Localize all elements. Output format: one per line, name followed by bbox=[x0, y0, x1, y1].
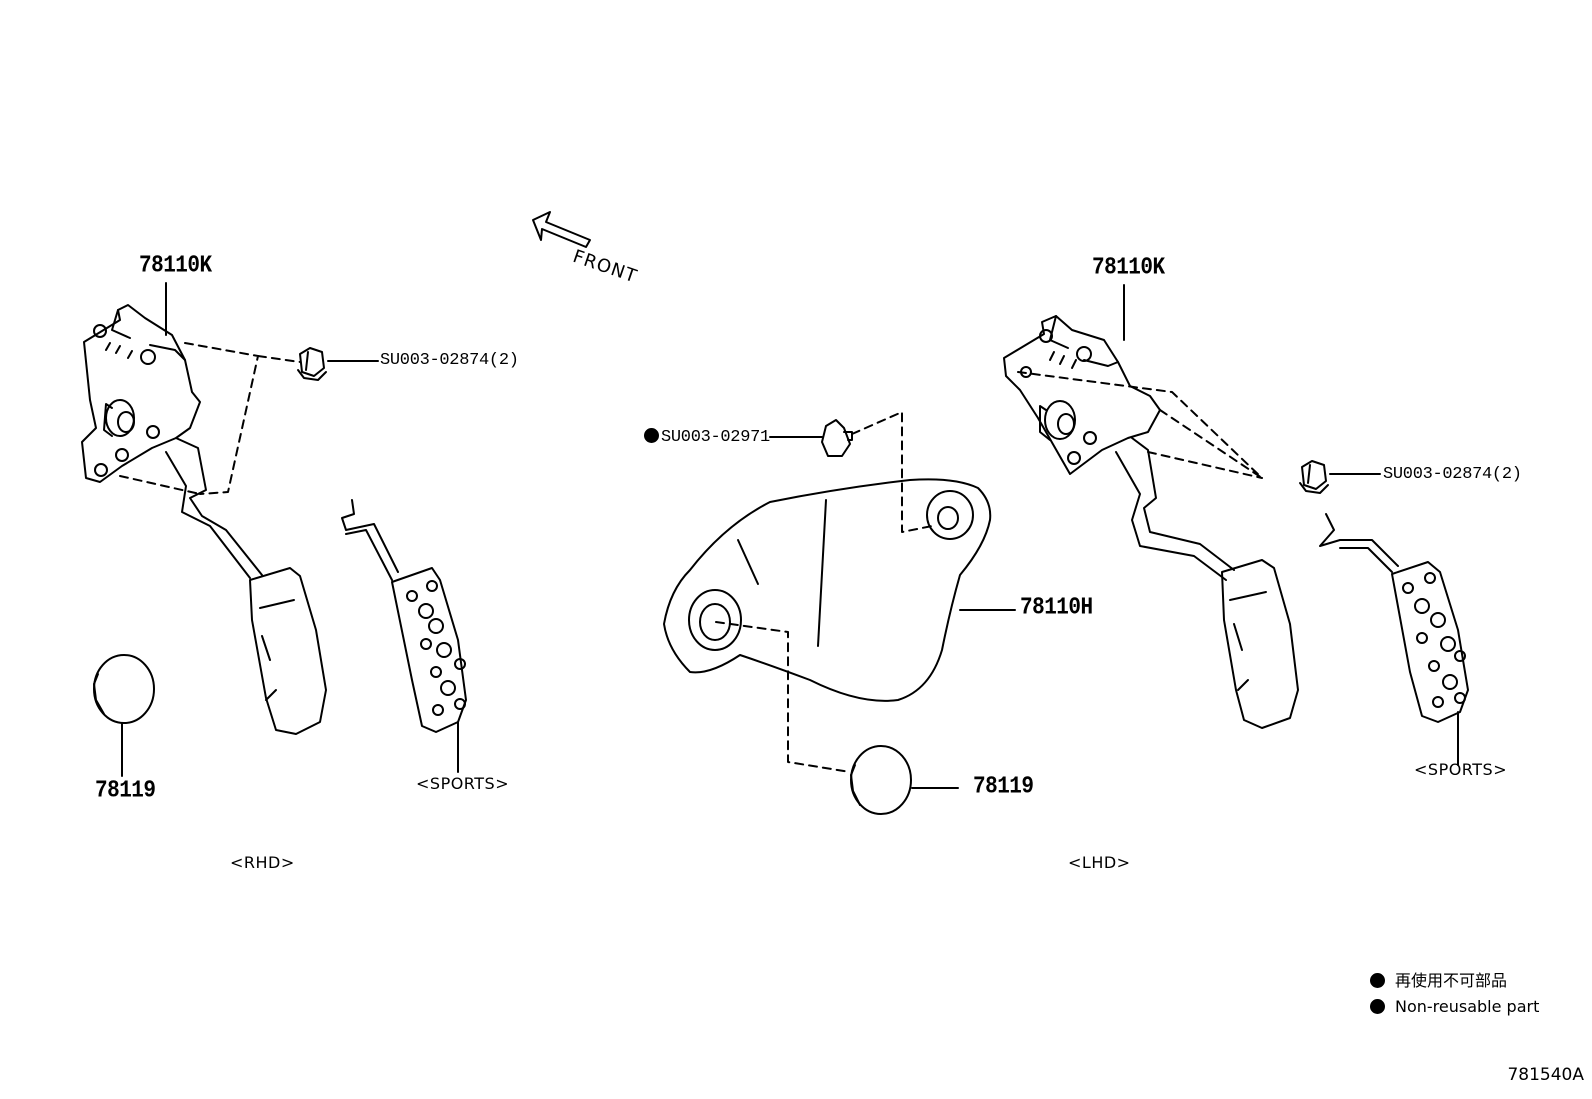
non-reusable-dot-icon bbox=[1370, 973, 1385, 988]
lhd-bracket bbox=[663, 478, 992, 702]
rhd-pedal-assembly bbox=[81, 304, 327, 735]
rhd-variant-label: <RHD> bbox=[230, 853, 295, 872]
lhd-sports-label: <SPORTS> bbox=[1414, 760, 1508, 779]
lhd-clip-label: SU003-02971 bbox=[644, 428, 770, 446]
front-arrow-icon bbox=[532, 211, 591, 248]
rhd-assembly-label: 78110K bbox=[139, 252, 212, 280]
rhd-sports-label: <SPORTS> bbox=[416, 774, 510, 793]
rhd-sports-pedal bbox=[341, 499, 467, 733]
lhd-clip-part-number: SU003-02971 bbox=[661, 428, 770, 447]
diagram-code: 781540A bbox=[1507, 1065, 1584, 1085]
lhd-stopper-label: 78119 bbox=[973, 773, 1034, 801]
lhd-stopper bbox=[850, 745, 912, 815]
rhd-stopper bbox=[93, 654, 155, 724]
lhd-nut-label: SU003-02874(2) bbox=[1383, 465, 1522, 484]
non-reusable-dot-icon bbox=[644, 428, 659, 443]
lhd-pedal-assembly bbox=[1003, 315, 1299, 729]
lhd-flange-nut bbox=[1299, 460, 1329, 494]
legend-english-text: Non-reusable part bbox=[1395, 997, 1540, 1016]
lhd-bracket-label: 78110H bbox=[1020, 594, 1093, 622]
lhd-sports-pedal bbox=[1319, 513, 1469, 723]
lhd-clip bbox=[821, 419, 853, 457]
non-reusable-dot-icon bbox=[1370, 999, 1385, 1014]
rhd-nut-label: SU003-02874(2) bbox=[380, 351, 519, 370]
legend-japanese-text: 再使用不可部品 bbox=[1395, 971, 1508, 990]
legend-english: Non-reusable part bbox=[1370, 999, 1539, 1015]
legend-japanese: 再使用不可部品 bbox=[1370, 973, 1507, 989]
lhd-assembly-label: 78110K bbox=[1092, 254, 1165, 282]
rhd-flange-nut bbox=[297, 347, 327, 381]
rhd-stopper-label: 78119 bbox=[95, 777, 156, 805]
lhd-variant-label: <LHD> bbox=[1068, 853, 1131, 872]
